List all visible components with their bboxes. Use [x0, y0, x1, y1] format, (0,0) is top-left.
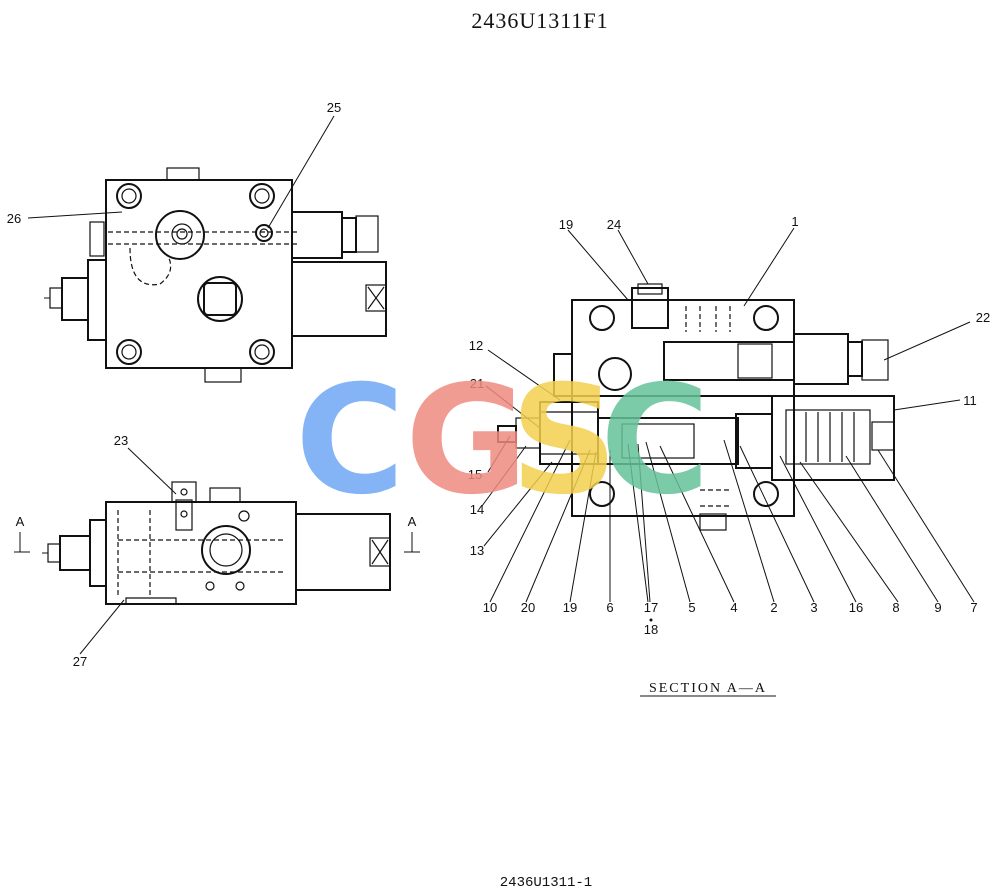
- callout-22: 22: [976, 310, 990, 325]
- watermark-letter-2: G: [405, 354, 528, 528]
- callout-17: 17: [644, 600, 658, 615]
- callouts-side-view: 23 27: [73, 433, 128, 669]
- callout-1: 1: [791, 214, 798, 229]
- callout-13: 13: [470, 543, 484, 558]
- callout-19-upper: 19: [559, 217, 573, 232]
- callout-24: 24: [607, 217, 621, 232]
- callout-7: 7: [970, 600, 977, 615]
- callout-18: 18: [644, 622, 658, 637]
- callout-8: 8: [892, 600, 899, 615]
- watermark-letter-4: C: [600, 354, 710, 528]
- callout-23: 23: [114, 433, 128, 448]
- callout-6: 6: [606, 600, 613, 615]
- callout-18-dot: [649, 618, 653, 622]
- section-view: [497, 283, 895, 531]
- callout-4: 4: [730, 600, 737, 615]
- drawing-footer: 2436U1311-1: [500, 875, 592, 891]
- svg-text:A: A: [408, 514, 417, 529]
- callout-19-lower: 19: [563, 600, 577, 615]
- side-view: [42, 481, 391, 605]
- leader-lines: [27, 115, 975, 655]
- callout-27: 27: [73, 654, 87, 669]
- callout-11: 11: [963, 393, 977, 408]
- section-marker-left: A: [14, 514, 30, 553]
- callout-5: 5: [688, 600, 695, 615]
- callout-10: 10: [483, 600, 497, 615]
- callouts-section: 1 2 3 4 5 6 7 8 9 10 11 12 13 14 15 16 1…: [468, 214, 990, 637]
- svg-text:A: A: [16, 514, 25, 529]
- callout-25: 25: [327, 100, 341, 115]
- section-marker-right: A: [404, 514, 420, 553]
- callout-20: 20: [521, 600, 535, 615]
- callouts-top-view: 25 26: [7, 100, 341, 226]
- callout-14: 14: [470, 502, 484, 517]
- watermark-logo: C G S C: [295, 354, 710, 528]
- watermark-letter-3: S: [510, 354, 618, 528]
- callout-12: 12: [469, 338, 483, 353]
- callout-3: 3: [810, 600, 817, 615]
- callout-2: 2: [770, 600, 777, 615]
- drawing-title: 2436U1311F1: [471, 8, 608, 33]
- callout-9: 9: [934, 600, 941, 615]
- callout-16: 16: [849, 600, 863, 615]
- top-view: [44, 167, 387, 383]
- callout-21: 21: [470, 376, 484, 391]
- watermark-letter-1: C: [295, 354, 405, 528]
- callout-26: 26: [7, 211, 21, 226]
- section-title: SECTION A—A: [649, 681, 767, 696]
- callout-15: 15: [468, 467, 482, 482]
